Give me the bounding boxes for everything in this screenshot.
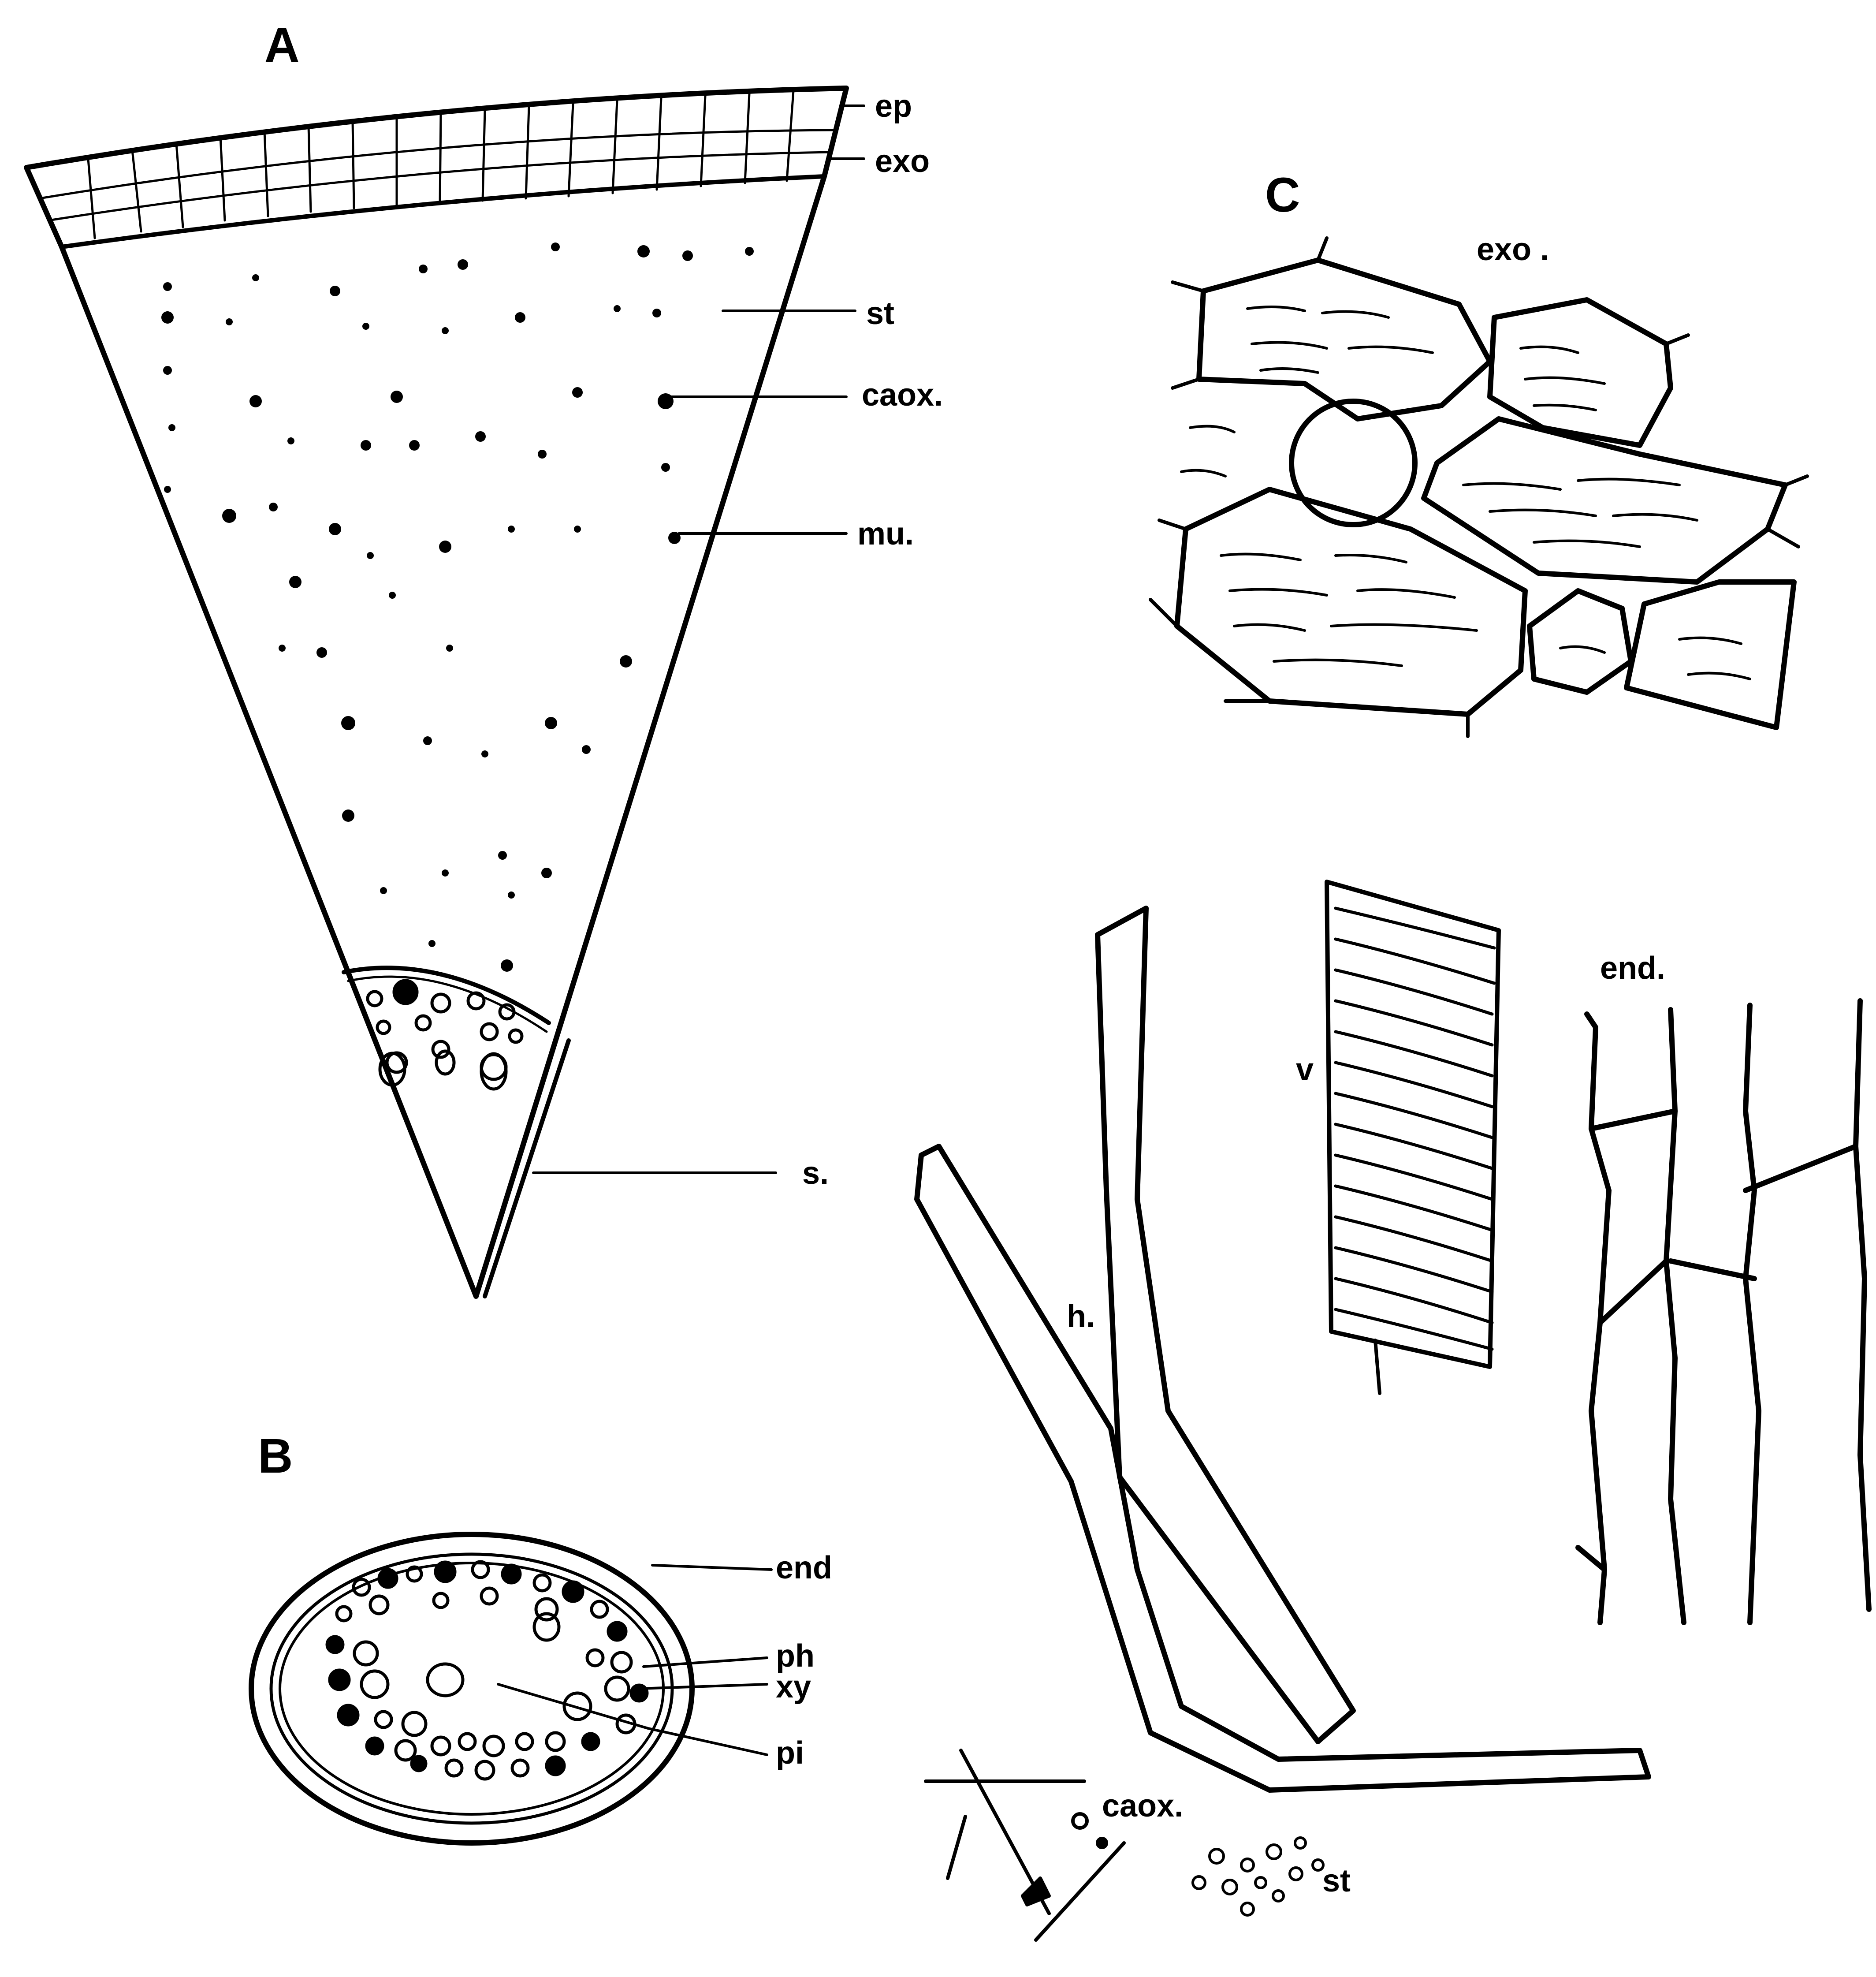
crystal-sketch (926, 1750, 1124, 1940)
panel-b-letter: B (258, 1429, 293, 1483)
label-v: v (1296, 1052, 1314, 1087)
label-exo: exo (875, 144, 930, 179)
label-exo-c: exo . (1477, 232, 1549, 267)
label-xy: xy (776, 1669, 811, 1705)
starch-grains-cluster (1193, 1838, 1323, 1915)
label-pi: pi (776, 1735, 804, 1771)
label-h: h. (1067, 1299, 1095, 1334)
vessel-element (1327, 882, 1499, 1393)
cortex-starch-dots (161, 242, 754, 972)
label-st: st (866, 296, 894, 331)
label-end-d: end. (1600, 951, 1665, 986)
label-ep: ep (875, 89, 912, 124)
label-caox: caox. (862, 377, 943, 413)
label-ph: ph (776, 1638, 815, 1674)
label-st-d: st (1322, 1863, 1351, 1899)
label-end-b: end (776, 1550, 832, 1585)
panel-c-exodermis-cells (1150, 238, 1807, 736)
panel-a-letter: A (264, 18, 299, 72)
panel-a-wedge-section (26, 88, 846, 1296)
panel-a-leaders (533, 106, 864, 1173)
root-hair (917, 908, 1649, 1790)
panel-c-letter: C (1265, 168, 1300, 222)
label-caox-d: caox. (1102, 1788, 1183, 1824)
label-mu: mu. (857, 516, 914, 552)
endodermis-cells (1578, 1001, 1869, 1623)
panel-b-vascular-bundle (251, 1534, 692, 1843)
label-s: s. (802, 1156, 829, 1191)
